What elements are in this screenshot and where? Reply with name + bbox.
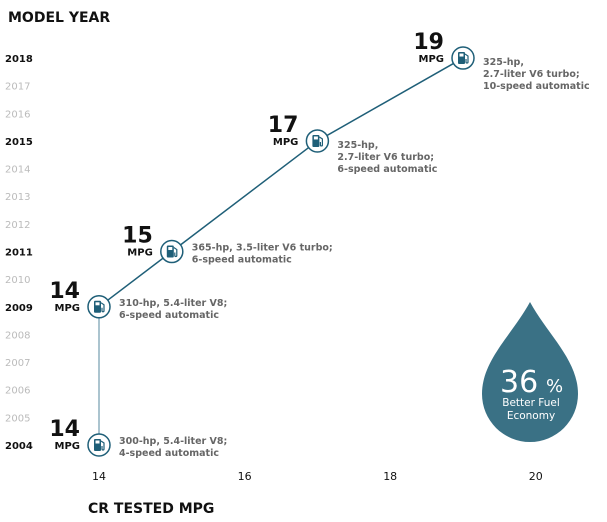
y-tick-label: 2015 [5,137,33,148]
fuel-pump-icon [94,439,105,451]
x-tick-label: 20 [529,470,543,483]
spec-description: 325-hp, [337,140,378,151]
spec-description: 4-speed automatic [119,448,219,459]
spec-description: 310-hp, 5.4-liter V8; [119,298,227,309]
mpg-value-label: 19 [413,30,444,55]
spec-description: 2.7-liter V6 turbo; [337,152,434,163]
x-tick-label: 16 [238,470,252,483]
callout-line2: Economy [507,410,555,422]
y-tick-label: 2009 [5,303,33,314]
mpg-value-label: 14 [49,279,80,304]
series-segment [317,57,464,142]
spec-description: 365-hp, 3.5-liter V6 turbo; [192,243,333,254]
y-axis-title: MODEL YEAR [8,10,110,26]
fuel-pump-icon [94,300,105,313]
series-segment [98,250,173,308]
spec-description: 325-hp, [483,57,524,68]
mpg-unit-label: MPG [55,303,81,314]
y-tick-label: 2013 [5,192,30,203]
y-tick-label: 2012 [5,220,30,231]
callout-line1: Better Fuel [502,397,560,409]
callout-value: 36 [500,365,538,400]
y-tick-label: 2006 [5,386,30,397]
y-tick-label: 2010 [5,275,30,286]
spec-description: 2.7-liter V6 turbo; [483,69,580,80]
spec-description: 10-speed automatic [483,81,590,92]
callout-percent: % [546,376,563,397]
series-segment [171,140,318,253]
spec-description: 6-speed automatic [337,164,437,175]
drop-shape [482,302,578,442]
y-tick-label: 2008 [5,330,30,341]
x-tick-label: 18 [383,470,397,483]
mpg-unit-label: MPG [55,441,81,452]
y-tick-label: 2011 [5,248,33,259]
spec-description: 6-speed automatic [119,310,219,321]
y-tick-label: 2014 [5,165,30,176]
y-tick-label: 2004 [5,441,33,452]
mpg-value-label: 15 [122,224,153,249]
mpg-unit-label: MPG [127,248,153,259]
fuel-pump-icon [312,134,323,147]
y-tick-label: 2005 [5,413,30,424]
fuel-pump-icon [458,52,469,65]
mpg-unit-label: MPG [273,137,299,148]
mpg-value-label: 17 [268,113,299,138]
y-tick-label: 2018 [5,54,33,65]
spec-description: 300-hp, 5.4-liter V8; [119,436,227,447]
spec-description: 6-speed automatic [192,255,292,266]
y-tick-label: 2017 [5,82,30,93]
y-tick-label: 2007 [5,358,30,369]
x-tick-label: 14 [92,470,106,483]
mpg-value-label: 14 [49,417,80,442]
x-axis-title: CR TESTED MPG [88,501,214,517]
mpg-unit-label: MPG [419,54,445,65]
y-tick-label: 2016 [5,109,30,120]
fuel-pump-icon [166,245,178,258]
fuel-economy-callout: 36 % Better Fuel Economy [482,302,578,442]
